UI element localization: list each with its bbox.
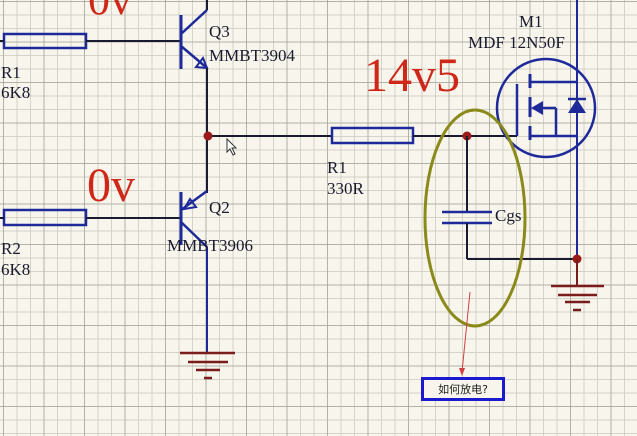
capacitor-cgs[interactable] xyxy=(442,210,492,225)
m1-designator: M1 xyxy=(519,12,543,31)
m1-part: MDF 12N50F xyxy=(468,33,565,52)
cgs-label: Cgs xyxy=(495,206,522,225)
annotation-note-text: 如何放电? xyxy=(438,383,488,396)
ground-symbol-left xyxy=(180,351,235,380)
resistor-r1-gate[interactable] xyxy=(330,126,415,145)
transistor-q2[interactable] xyxy=(179,189,208,248)
resistor-r1-top[interactable] xyxy=(2,32,88,50)
ground-symbol-right xyxy=(551,259,604,312)
mouse-cursor-icon xyxy=(226,138,238,156)
annotation-note[interactable]: 如何放电? xyxy=(421,377,505,401)
resistor-r2[interactable] xyxy=(2,208,88,227)
highlight-ellipse xyxy=(423,108,527,328)
q2-designator: Q2 xyxy=(209,198,230,217)
r1-top-designator: R1 xyxy=(1,63,21,82)
q2-part: MMBT3906 xyxy=(167,236,253,255)
q3-designator: Q3 xyxy=(209,22,230,41)
r1-gate-designator: R1 xyxy=(327,158,347,177)
r2-value: 6K8 xyxy=(1,260,31,279)
annotation-arrowhead xyxy=(459,368,465,376)
r1-gate-value: 330R xyxy=(327,179,364,198)
transistor-q3[interactable] xyxy=(179,9,209,70)
voltage-label-top: 0v xyxy=(88,0,132,24)
voltage-label-q2-base: 0v xyxy=(87,159,135,212)
junction-dot xyxy=(203,131,213,141)
r1-top-value: 6K8 xyxy=(1,83,31,102)
q3-part: MMBT3904 xyxy=(209,46,295,65)
annotation-arrow xyxy=(461,291,471,373)
r2-designator: R2 xyxy=(1,239,21,258)
voltage-label-gate: 14v5 xyxy=(364,49,460,102)
